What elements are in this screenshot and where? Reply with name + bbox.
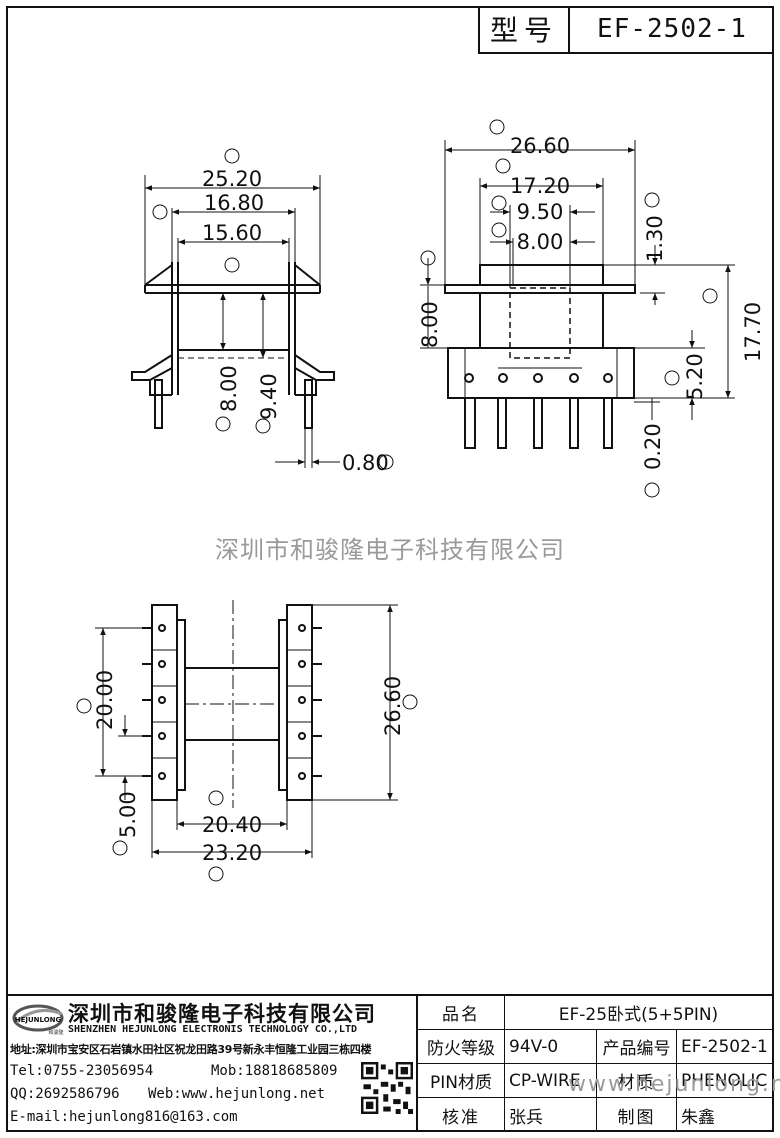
company-logo: HEJUNLONG 和骏隆 bbox=[12, 1004, 64, 1036]
pin-label: PIN材质 bbox=[430, 1073, 492, 1093]
bottom-view bbox=[142, 600, 322, 808]
logo-text: HEJUNLONG bbox=[15, 1016, 62, 1024]
company-address: 地址:深圳市宝安区石岩镇水田社区祝龙田路39号新永丰恒隆工业园三栋四楼 bbox=[10, 1043, 372, 1056]
side-dimensions bbox=[420, 140, 735, 420]
dim-k: 20.00 bbox=[93, 670, 117, 730]
company-info: HEJUNLONG 和骏隆 深圳市和骏隆电子科技有限公司 SHENZHEN HE… bbox=[6, 996, 418, 1132]
reference-markers bbox=[76, 119, 718, 882]
model-header: 型号 EF-2502-1 bbox=[478, 6, 774, 54]
dim-i: 23.20 bbox=[202, 841, 262, 865]
name-value: EF-25卧式(5+5PIN) bbox=[504, 996, 772, 1029]
spec-row-approval: 核准 张兵 制图 朱鑫 bbox=[418, 1098, 772, 1132]
dim-m: 17.20 bbox=[510, 174, 570, 198]
dim-g: 26.60 bbox=[381, 676, 405, 736]
drawing-sheet bbox=[6, 6, 774, 1132]
watermark-url: www.hejunlong.net bbox=[568, 1072, 780, 1097]
dim-j: 5.00 bbox=[116, 791, 140, 838]
dim-b: 16.80 bbox=[204, 191, 264, 215]
dim-s: 5.20 bbox=[683, 353, 707, 400]
fire-label: 防火等级 bbox=[427, 1039, 495, 1059]
check-label: 核准 bbox=[442, 1107, 480, 1128]
logo-sub: 和骏隆 bbox=[48, 1029, 63, 1036]
side-view bbox=[444, 264, 636, 449]
watermark: 深圳市和骏隆电子科技有限公司 bbox=[215, 536, 565, 564]
mat-label: 材质 bbox=[596, 1064, 676, 1097]
qr-code-icon bbox=[361, 1062, 413, 1114]
model-value: EF-2502-1 bbox=[597, 14, 747, 44]
front-dimensions bbox=[145, 185, 340, 468]
qq: QQ:2692586796 bbox=[10, 1086, 120, 1102]
dim-h: 20.40 bbox=[202, 813, 262, 837]
dim-l: 26.60 bbox=[510, 134, 570, 158]
draw-label: 制图 bbox=[596, 1098, 676, 1132]
mat-value: PHENOLIC bbox=[676, 1064, 772, 1097]
spec-table: 品名 EF-25卧式(5+5PIN) 防火等级 94V-0 产品编号 EF-25… bbox=[418, 996, 772, 1132]
dim-t: 8.00 bbox=[418, 301, 442, 348]
email: E-mail:hejunlong816@163.com bbox=[10, 1109, 238, 1125]
pin-value: CP-WIRE bbox=[504, 1064, 596, 1097]
dim-q: 17.70 bbox=[741, 302, 765, 362]
dim-a: 25.20 bbox=[202, 167, 262, 191]
code-value: EF-2502-1 bbox=[676, 1030, 772, 1063]
spec-row-name: 品名 EF-25卧式(5+5PIN) bbox=[418, 996, 772, 1030]
tel: Tel:0755-23056954 bbox=[10, 1063, 154, 1079]
check-value: 张兵 bbox=[504, 1098, 596, 1132]
bottom-dimensions bbox=[95, 604, 398, 858]
dim-r: 0.20 bbox=[641, 423, 665, 470]
title-block: HEJUNLONG 和骏隆 深圳市和骏隆电子科技有限公司 SHENZHEN HE… bbox=[6, 994, 774, 1132]
model-label: 型号 bbox=[480, 6, 570, 52]
mobile: Mob:18818685809 bbox=[211, 1063, 338, 1079]
dim-c: 15.60 bbox=[202, 221, 262, 245]
dim-d: 9.40 bbox=[257, 373, 281, 420]
web: Web:www.hejunlong.net bbox=[148, 1086, 326, 1102]
dim-e: 8.00 bbox=[217, 365, 241, 412]
spec-row-material: PIN材质 CP-WIRE 材质 PHENOLIC bbox=[418, 1064, 772, 1098]
dim-p: 1.30 bbox=[643, 215, 667, 262]
company-cn-name: 深圳市和骏隆电子科技有限公司 bbox=[68, 1002, 376, 1026]
company-en-name: SHENZHEN HEJUNLONG ELECTRONIS TECHNOLOGY… bbox=[68, 1024, 357, 1035]
dim-o: 8.00 bbox=[517, 230, 564, 254]
dim-n: 9.50 bbox=[517, 200, 564, 224]
draw-value: 朱鑫 bbox=[676, 1098, 772, 1132]
name-label: 品名 bbox=[442, 1005, 480, 1025]
code-label: 产品编号 bbox=[596, 1030, 676, 1063]
spec-row-fire: 防火等级 94V-0 产品编号 EF-2502-1 bbox=[418, 1030, 772, 1064]
dim-f: 0.80 bbox=[342, 451, 389, 475]
fire-value: 94V-0 bbox=[504, 1030, 596, 1063]
